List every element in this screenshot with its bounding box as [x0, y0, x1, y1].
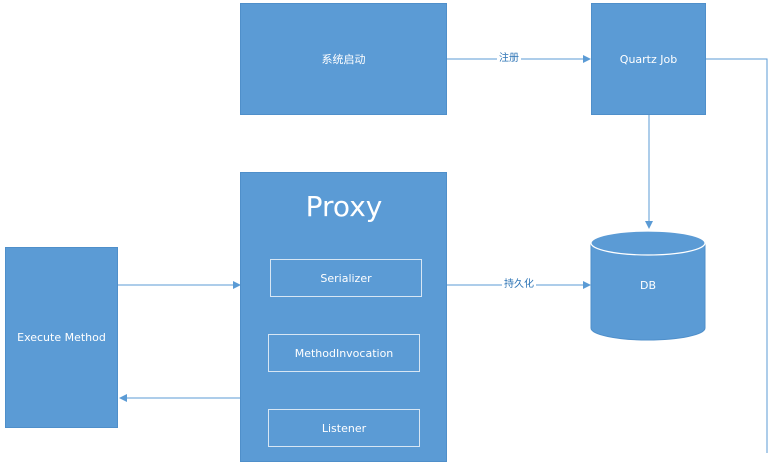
- serializer-box: Serializer: [270, 259, 422, 297]
- db-label: DB: [639, 279, 657, 292]
- execute-method-label: Execute Method: [17, 331, 106, 344]
- edge-quartz-right-connector: [706, 58, 768, 453]
- method-invocation-box: MethodInvocation: [268, 334, 420, 372]
- serializer-label: Serializer: [320, 271, 372, 285]
- quartz-job-node: Quartz Job: [591, 3, 706, 115]
- startup-node: 系统启动: [240, 3, 447, 115]
- persist-label: 持久化: [502, 279, 536, 291]
- execute-method-node: Execute Method: [5, 247, 118, 428]
- quartz-job-label: Quartz Job: [619, 52, 678, 66]
- listener-label: Listener: [321, 421, 367, 435]
- db-cylinder: [590, 230, 706, 341]
- listener-box: Listener: [268, 409, 420, 447]
- proxy-title: Proxy: [305, 190, 383, 223]
- method-invocation-label: MethodInvocation: [294, 346, 394, 360]
- proxy-node: [240, 172, 447, 462]
- startup-label: 系统启动: [321, 53, 366, 66]
- register-label: 注册: [497, 53, 521, 65]
